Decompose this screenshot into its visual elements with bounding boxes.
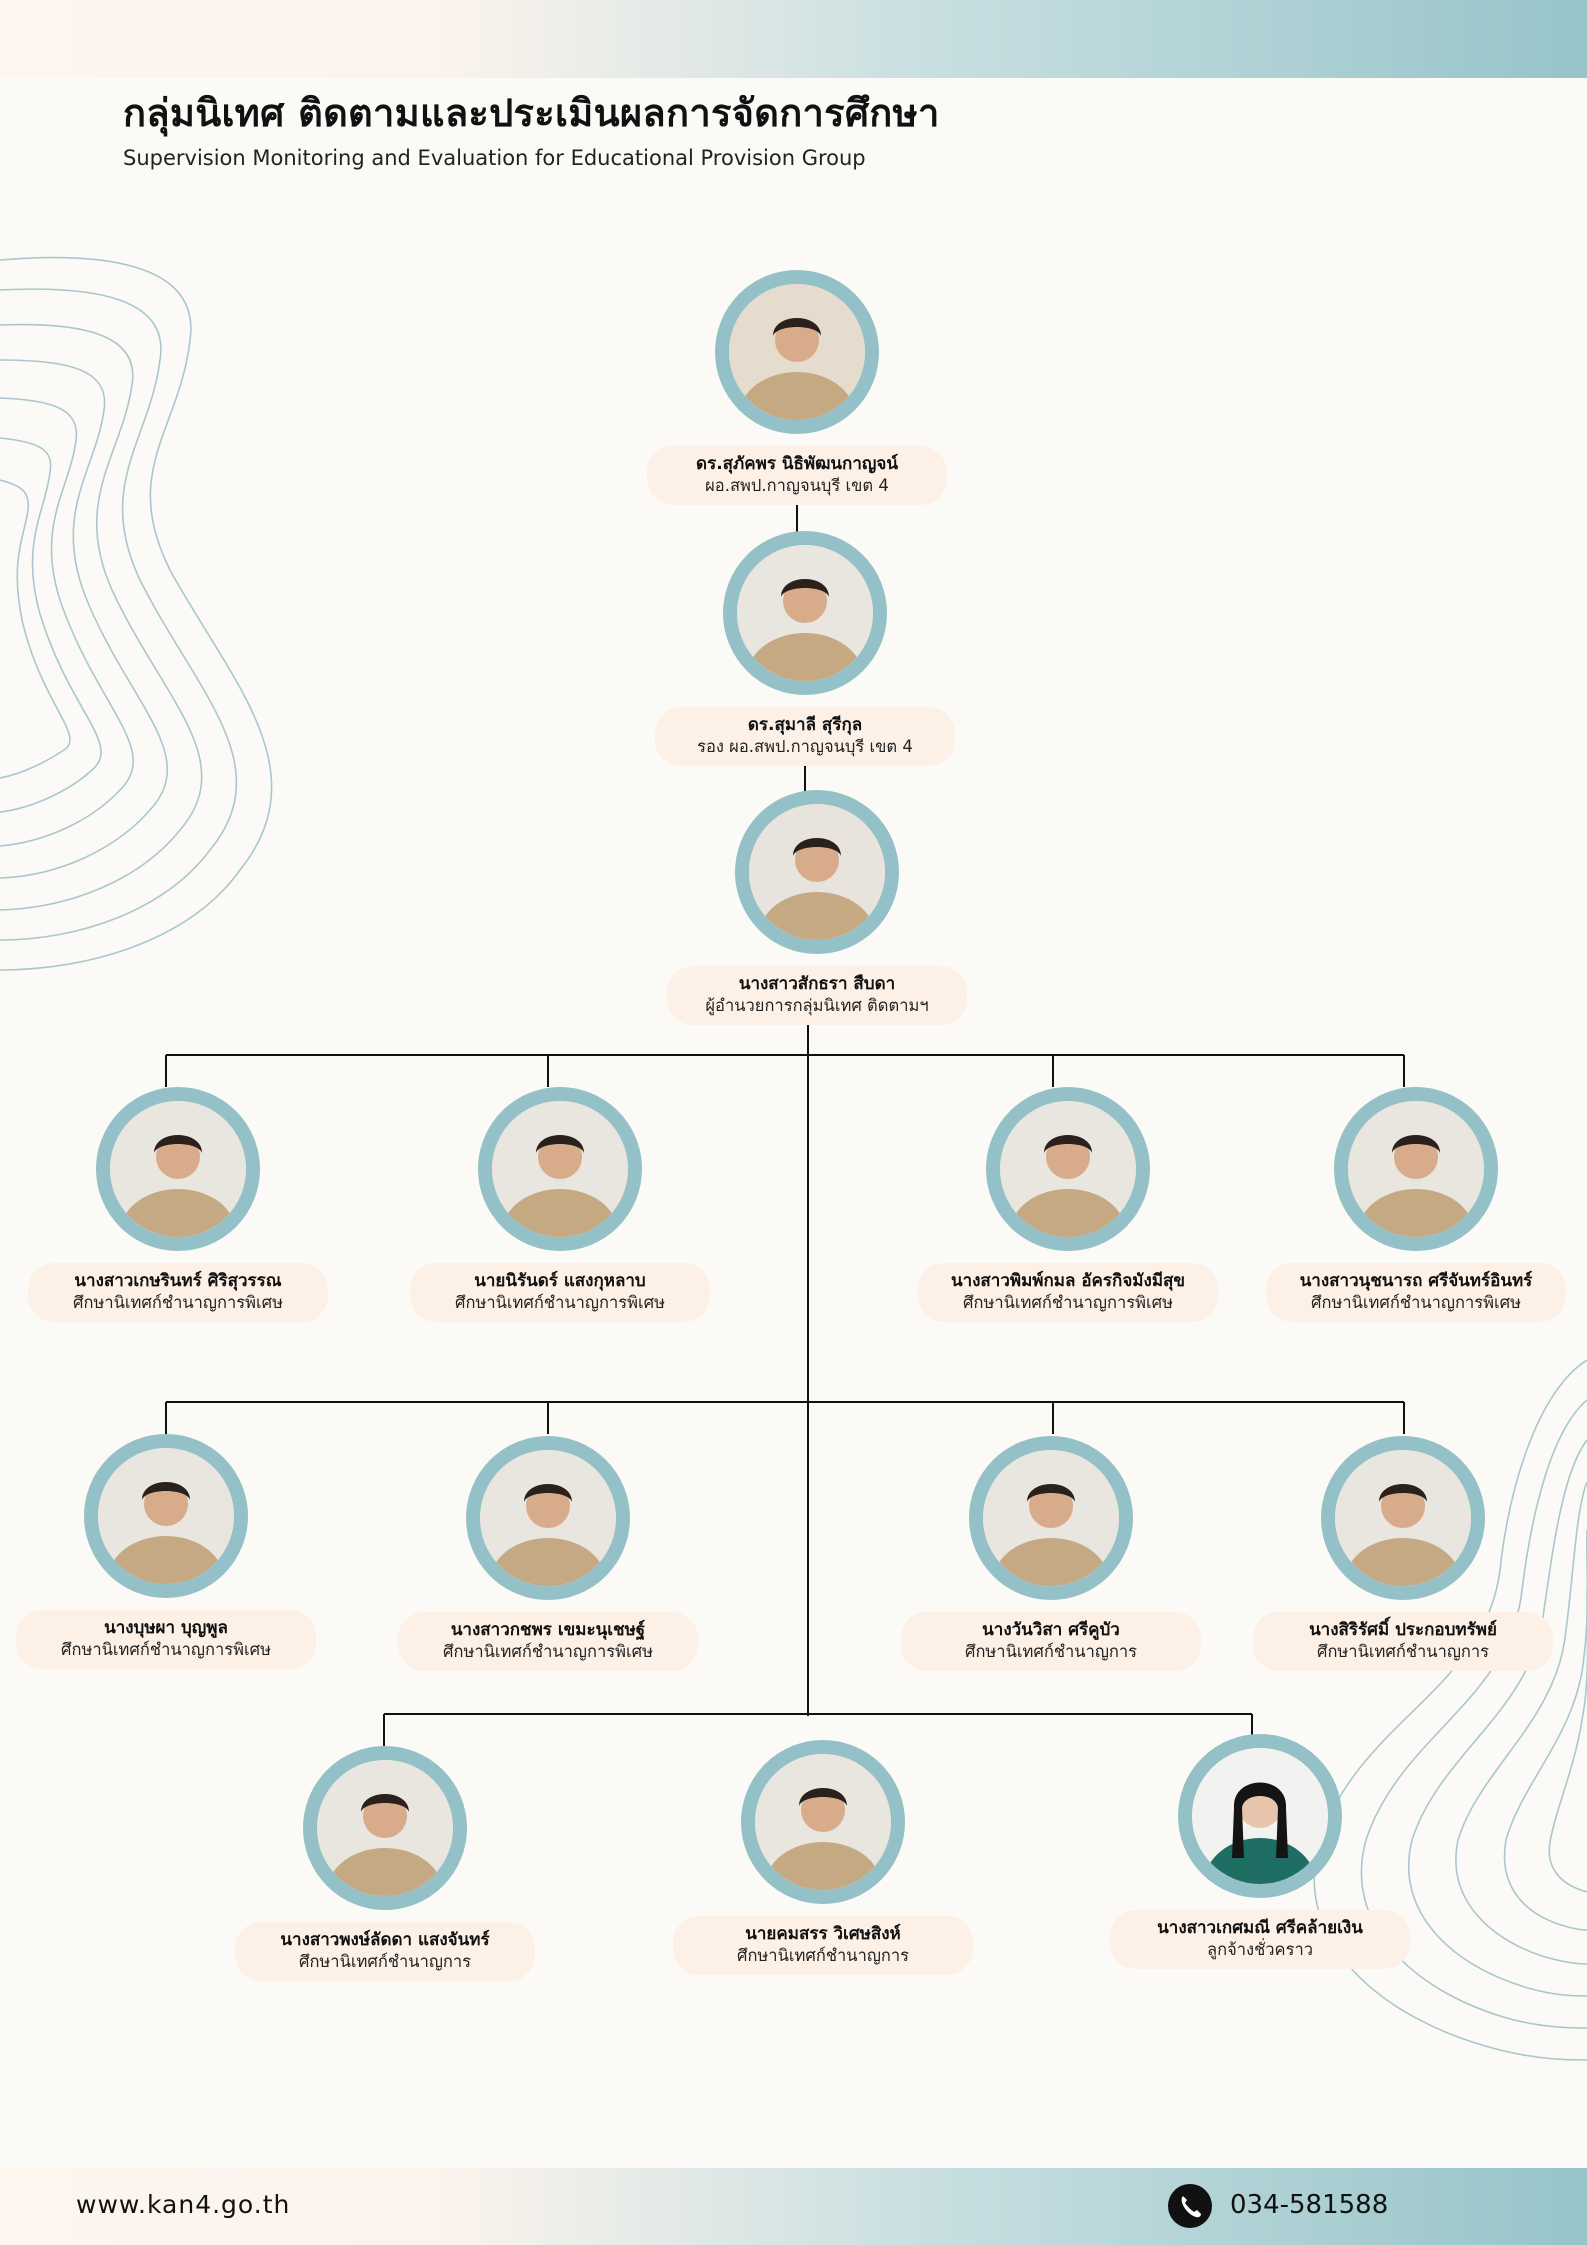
member-name: นางสาวเกศมณี ศรีคล้ายเงิน	[1157, 1918, 1363, 1938]
nameplate: นายนิรันดร์ แสงกุหลาบ ศึกษานิเทศก์ชำนาญก…	[410, 1263, 710, 1322]
org-card: นางสาวพิมพ์กมล อัครกิจมังมีสุข ศึกษานิเท…	[918, 1087, 1218, 1322]
member-position: รอง ผอ.สพป.กาญจนบุรี เขต 4	[697, 737, 913, 756]
org-card: ดร.สุมาลี สุรีกุล รอง ผอ.สพป.กาญจนบุรี เ…	[655, 531, 955, 766]
portrait-photo	[986, 1087, 1150, 1251]
website-link[interactable]: www.kan4.go.th	[76, 2190, 291, 2219]
nameplate: นางสาวสักธรา สืบดา ผู้อำนวยการกลุ่มนิเทศ…	[667, 966, 967, 1025]
member-position: ผอ.สพป.กาญจนบุรี เขต 4	[705, 476, 889, 495]
member-position: ผู้อำนวยการกลุ่มนิเทศ ติดตามฯ	[705, 996, 929, 1015]
member-name: นางสิริรัศมิ์ ประกอบทรัพย์	[1309, 1620, 1497, 1640]
org-card: นายคมสรร วิเศษสิงห์ ศึกษานิเทศก์ชำนาญการ	[673, 1740, 973, 1975]
member-name: นายคมสรร วิเศษสิงห์	[745, 1924, 901, 1944]
member-position: ศึกษานิเทศก์ชำนาญการพิเศษ	[963, 1293, 1173, 1312]
portrait-photo	[969, 1436, 1133, 1600]
member-name: ดร.สุภัคพร นิธิพัฒนกาญจน์	[696, 454, 898, 474]
member-position: ศึกษานิเทศก์ชำนาญการ	[964, 1642, 1138, 1661]
portrait-photo	[84, 1434, 248, 1598]
member-position: ศึกษานิเทศก์ชำนาญการพิเศษ	[443, 1642, 653, 1661]
portrait-photo	[1178, 1734, 1342, 1898]
member-position: ศึกษานิเทศก์ชำนาญการ	[298, 1952, 472, 1971]
portrait-photo	[741, 1740, 905, 1904]
nameplate: ดร.สุภัคพร นิธิพัฒนกาญจน์ ผอ.สพป.กาญจนบุ…	[647, 446, 947, 505]
org-card: นางสิริรัศมิ์ ประกอบทรัพย์ ศึกษานิเทศก์ช…	[1253, 1436, 1553, 1671]
nameplate: ดร.สุมาลี สุรีกุล รอง ผอ.สพป.กาญจนบุรี เ…	[655, 707, 955, 766]
member-position: ศึกษานิเทศก์ชำนาญการพิเศษ	[61, 1640, 271, 1659]
org-card: นายนิรันดร์ แสงกุหลาบ ศึกษานิเทศก์ชำนาญก…	[410, 1087, 710, 1322]
portrait-photo	[735, 790, 899, 954]
member-position: ศึกษานิเทศก์ชำนาญการ	[736, 1946, 910, 1965]
org-card: นางสาวเกษรินทร์ ศิริสุวรรณ ศึกษานิเทศก์ช…	[28, 1087, 328, 1322]
member-name: นางวันวิสา ศรีคูบัว	[982, 1620, 1120, 1640]
nameplate: นางสาวเกษรินทร์ ศิริสุวรรณ ศึกษานิเทศก์ช…	[28, 1263, 328, 1322]
portrait-photo	[478, 1087, 642, 1251]
member-position: ลูกจ้างชั่วคราว	[1207, 1940, 1313, 1959]
nameplate: นางสาวพิมพ์กมล อัครกิจมังมีสุข ศึกษานิเท…	[918, 1263, 1218, 1322]
member-position: ศึกษานิเทศก์ชำนาญการพิเศษ	[455, 1293, 665, 1312]
member-name: นางสาวพงษ์ลัดดา แสงจันทร์	[280, 1930, 490, 1950]
member-name: นางบุษผา บุญพูล	[104, 1618, 228, 1638]
member-name: นางสาวสักธรา สืบดา	[738, 974, 896, 994]
footer-band	[0, 2168, 1587, 2245]
org-card: นางบุษผา บุญพูล ศึกษานิเทศก์ชำนาญการพิเศ…	[16, 1434, 316, 1669]
org-card: ดร.สุภัคพร นิธิพัฒนกาญจน์ ผอ.สพป.กาญจนบุ…	[647, 270, 947, 505]
member-name: นายนิรันดร์ แสงกุหลาบ	[474, 1271, 646, 1291]
phone-icon	[1168, 2184, 1212, 2228]
portrait-photo	[303, 1746, 467, 1910]
org-card: นางสาวพงษ์ลัดดา แสงจันทร์ ศึกษานิเทศก์ชำ…	[235, 1746, 535, 1981]
page-title: กลุ่มนิเทศ ติดตามและประเมินผลการจัดการศึ…	[123, 91, 940, 135]
portrait-photo	[96, 1087, 260, 1251]
org-card: นางสาวเกศมณี ศรีคล้ายเงิน ลูกจ้างชั่วครา…	[1110, 1734, 1410, 1969]
org-card: นางวันวิสา ศรีคูบัว ศึกษานิเทศก์ชำนาญการ	[901, 1436, 1201, 1671]
contour-decoration-left	[0, 256, 273, 971]
member-position: ศึกษานิเทศก์ชำนาญการ	[1316, 1642, 1490, 1661]
member-name: ดร.สุมาลี สุรีกุล	[747, 715, 863, 735]
member-name: นางสาวนุชนารถ ศรีจันทร์อินทร์	[1299, 1271, 1533, 1291]
portrait-photo	[723, 531, 887, 695]
member-position: ศึกษานิเทศก์ชำนาญการพิเศษ	[1311, 1293, 1521, 1312]
nameplate: นายคมสรร วิเศษสิงห์ ศึกษานิเทศก์ชำนาญการ	[673, 1916, 973, 1975]
page-subtitle: Supervision Monitoring and Evaluation fo…	[123, 146, 866, 170]
portrait-photo	[1334, 1087, 1498, 1251]
portrait-photo	[466, 1436, 630, 1600]
nameplate: นางสาวนุชนารถ ศรีจันทร์อินทร์ ศึกษานิเทศ…	[1266, 1263, 1566, 1322]
org-card: นางสาวกชพร เขมะนุเชษฐ์ ศึกษานิเทศก์ชำนาญ…	[398, 1436, 698, 1671]
nameplate: นางบุษผา บุญพูล ศึกษานิเทศก์ชำนาญการพิเศ…	[16, 1610, 316, 1669]
member-name: นางสาวกชพร เขมะนุเชษฐ์	[450, 1620, 646, 1640]
phone-number[interactable]: 034-581588	[1230, 2190, 1389, 2220]
org-card: นางสาวนุชนารถ ศรีจันทร์อินทร์ ศึกษานิเทศ…	[1266, 1087, 1566, 1322]
member-position: ศึกษานิเทศก์ชำนาญการพิเศษ	[73, 1293, 283, 1312]
nameplate: นางสาวเกศมณี ศรีคล้ายเงิน ลูกจ้างชั่วครา…	[1110, 1910, 1410, 1969]
portrait-photo	[715, 270, 879, 434]
nameplate: นางวันวิสา ศรีคูบัว ศึกษานิเทศก์ชำนาญการ	[901, 1612, 1201, 1671]
member-name: นางสาวเกษรินทร์ ศิริสุวรรณ	[74, 1271, 282, 1291]
nameplate: นางสาวพงษ์ลัดดา แสงจันทร์ ศึกษานิเทศก์ชำ…	[235, 1922, 535, 1981]
nameplate: นางสาวกชพร เขมะนุเชษฐ์ ศึกษานิเทศก์ชำนาญ…	[398, 1612, 698, 1671]
nameplate: นางสิริรัศมิ์ ประกอบทรัพย์ ศึกษานิเทศก์ช…	[1253, 1612, 1553, 1671]
member-name: นางสาวพิมพ์กมล อัครกิจมังมีสุข	[950, 1271, 1186, 1291]
portrait-photo	[1321, 1436, 1485, 1600]
header-band	[0, 0, 1587, 78]
org-card: นางสาวสักธรา สืบดา ผู้อำนวยการกลุ่มนิเทศ…	[667, 790, 967, 1025]
